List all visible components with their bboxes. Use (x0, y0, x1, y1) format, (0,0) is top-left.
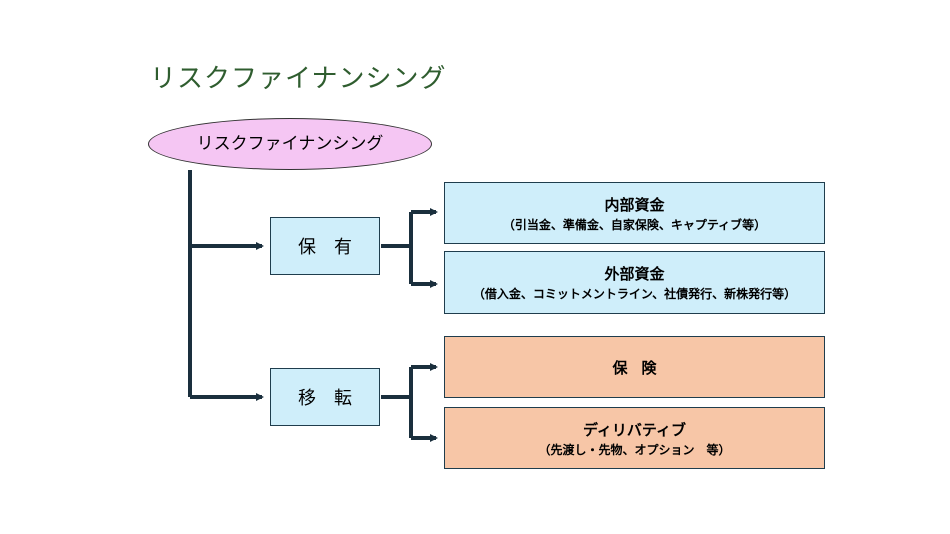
node-derivative-heading: ディリバティブ (582, 420, 687, 439)
root-label: リスクファイナンシング (196, 134, 384, 154)
node-derivative-detail: （先渡し・先物、オプション 等） (538, 442, 731, 457)
page-title: リスクファイナンシング (150, 64, 447, 94)
root-node: リスクファイナンシング (148, 118, 432, 170)
node-iten: 移転 (270, 368, 380, 426)
node-naibu-shikin: 内部資金 （引当金、準備金、自家保険、キャプティブ等） (444, 182, 825, 244)
node-iten-label: 移転 (298, 388, 370, 409)
node-derivative: ディリバティブ （先渡し・先物、オプション 等） (444, 407, 825, 469)
node-naibu-detail: （引当金、準備金、自家保険、キャプティブ等） (502, 217, 767, 232)
node-gaibu-heading: 外部資金 (604, 265, 665, 283)
node-hoyu-label: 保有 (298, 237, 370, 258)
node-hoyu: 保有 (270, 217, 380, 275)
node-naibu-heading: 内部資金 (604, 195, 665, 214)
node-gaibu-shikin: 外部資金 （借入金、コミットメントライン、社債発行、新株発行等） (444, 251, 825, 314)
node-hoken: 保険 (444, 336, 825, 398)
node-gaibu-detail: （借入金、コミットメントライン、社債発行、新株発行等） (472, 287, 797, 301)
node-hoken-heading: 保険 (612, 358, 671, 377)
split-iten (381, 367, 413, 438)
split-hoyu (381, 212, 413, 284)
